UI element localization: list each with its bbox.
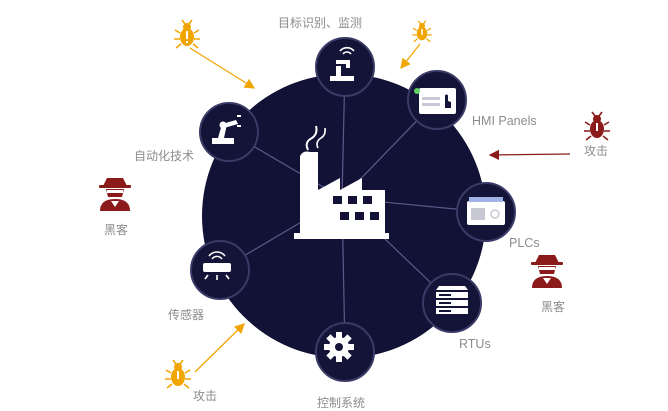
node-label-rtu: RTUs bbox=[459, 337, 491, 351]
hacker-label-left: 黑客 bbox=[104, 223, 129, 237]
bug-icon bbox=[412, 20, 432, 43]
node-label-control: 控制系统 bbox=[317, 396, 366, 410]
hacker-icon bbox=[99, 178, 131, 211]
hacker-label-right: 黑客 bbox=[541, 300, 566, 314]
node-plc[interactable] bbox=[456, 182, 516, 242]
plc-icon bbox=[467, 197, 505, 225]
robot-arm-camera-icon bbox=[330, 46, 355, 81]
node-target[interactable] bbox=[315, 37, 375, 97]
bug-icon bbox=[174, 19, 200, 49]
node-label-target: 目标识别、监测 bbox=[278, 16, 363, 30]
node-automation[interactable] bbox=[199, 102, 259, 162]
attack-arrow-bottom-left bbox=[194, 323, 245, 373]
gear-icon bbox=[324, 332, 354, 362]
node-hmi[interactable] bbox=[407, 70, 467, 130]
bug-icon bbox=[165, 359, 191, 389]
attack-label-bottom-left: 攻击 bbox=[193, 389, 218, 403]
node-label-hmi: HMI Panels bbox=[472, 114, 537, 128]
attack-arrow-top bbox=[400, 43, 421, 70]
node-sensor[interactable] bbox=[190, 240, 250, 300]
node-label-sensor: 传感器 bbox=[168, 308, 205, 322]
attack-arrow-top-left bbox=[189, 47, 256, 89]
attack-label-right: 攻击 bbox=[584, 144, 609, 158]
attack-arrow-right bbox=[488, 149, 571, 161]
node-control[interactable] bbox=[315, 322, 375, 382]
sensor-icon bbox=[203, 251, 231, 280]
factory-icon bbox=[294, 125, 389, 239]
robot-arm-icon bbox=[212, 115, 241, 144]
node-rtu[interactable] bbox=[422, 273, 482, 333]
node-label-automation: 自动化技术 bbox=[134, 149, 195, 163]
server-rack-icon bbox=[436, 286, 468, 314]
bug-icon bbox=[584, 111, 610, 141]
hacker-icon bbox=[531, 255, 563, 288]
hmi-panel-icon bbox=[414, 88, 456, 114]
node-label-plc: PLCs bbox=[509, 236, 540, 250]
